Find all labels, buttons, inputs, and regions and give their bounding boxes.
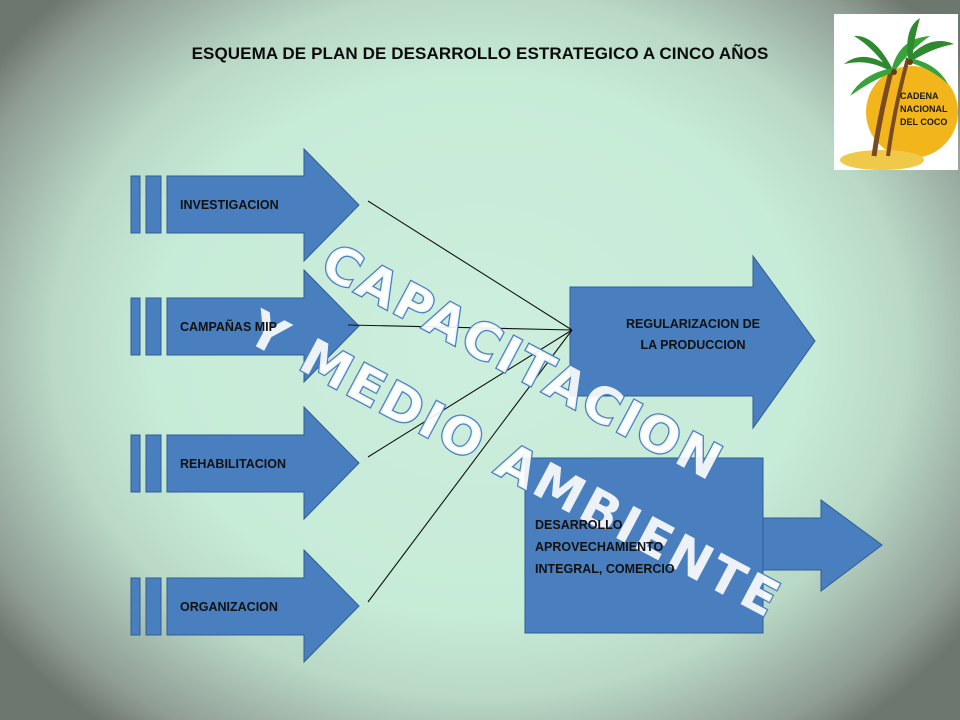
connector-lines <box>347 200 573 603</box>
label-desarrollo-line2: APROVECHAMIENTO <box>535 540 664 554</box>
input-arrow-investigacion <box>130 147 360 263</box>
label-investigacion: INVESTIGACION <box>180 198 279 212</box>
input-arrow-campanas-mip <box>130 268 360 384</box>
cadena-nacional-del-coco-logo: CADENA NACIONAL DEL COCO <box>834 14 958 170</box>
palm-tree-icon <box>840 18 958 170</box>
logo-text: CADENA NACIONAL DEL COCO <box>900 91 948 127</box>
label-regularizacion-line2: LA PRODUCCION <box>640 338 746 352</box>
output-arrow-regularizacion <box>569 254 816 430</box>
input-arrow-rehabilitacion <box>130 405 360 521</box>
label-campanas-mip: CAMPAÑAS MIP <box>180 320 277 334</box>
label-regularizacion-line1: REGULARIZACION DE <box>625 317 761 331</box>
input-arrow-organizacion <box>130 548 360 664</box>
label-organizacion: ORGANIZACION <box>180 600 278 614</box>
slide-title: ESQUEMA DE PLAN DE DESARROLLO ESTRATEGIC… <box>191 44 769 63</box>
label-desarrollo-line1: DESARROLLO <box>535 518 623 532</box>
output-box-desarrollo <box>524 457 883 634</box>
label-desarrollo-line3: INTEGRAL, COMERCIO <box>535 562 675 576</box>
label-rehabilitacion: REHABILITACION <box>180 457 287 471</box>
